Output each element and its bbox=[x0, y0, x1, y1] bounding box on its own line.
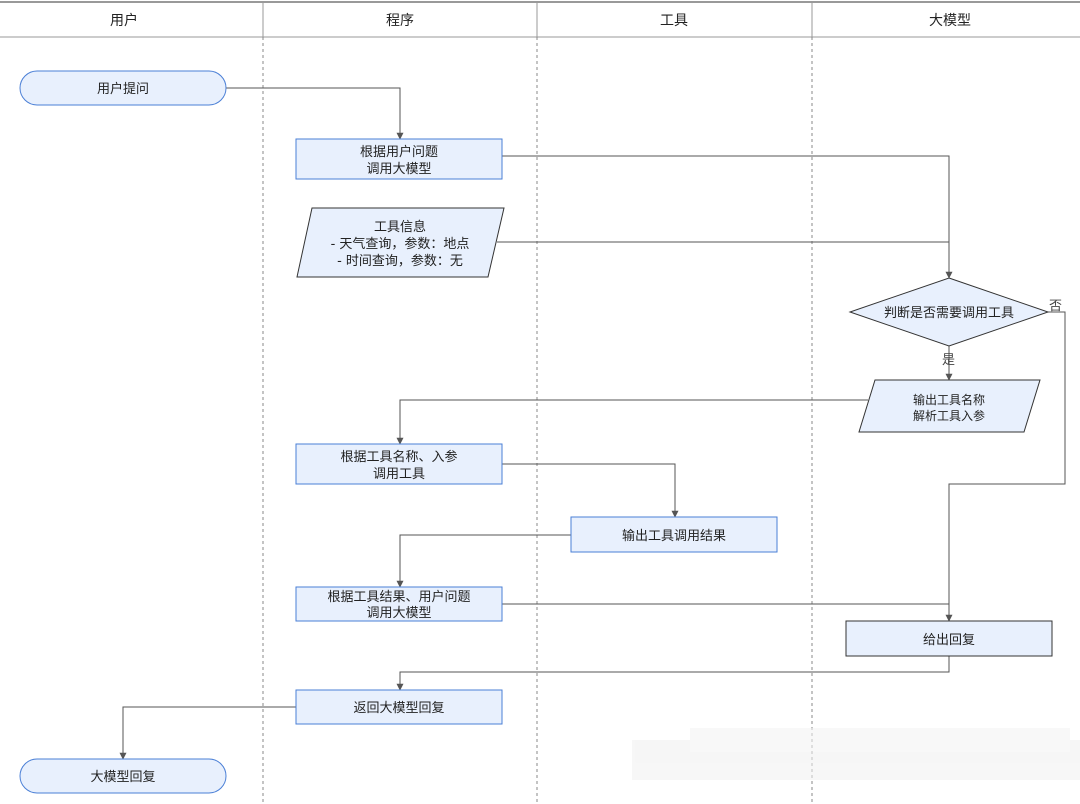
node-call-llm-2[interactable]: 根据工具结果、用户问题 调用大模型 bbox=[295, 586, 503, 622]
swimlane-header: 用户 程序 工具 大模型 bbox=[0, 1, 1080, 38]
connectors bbox=[119, 87, 1066, 760]
decision-shape bbox=[848, 277, 1050, 347]
node-label-line2: 调用大模型 bbox=[366, 606, 431, 621]
lane-label-tool: 工具 bbox=[660, 13, 688, 29]
node-label: 大模型回复 bbox=[90, 770, 155, 785]
node-label: 输出工具调用结果 bbox=[622, 528, 726, 544]
node-user-get[interactable]: 大模型回复 bbox=[19, 758, 227, 794]
branch-label-yes: 是 bbox=[942, 353, 955, 368]
node-label-line2: 解析工具入参 bbox=[913, 408, 985, 423]
edge-result-to-call-llm-2 bbox=[396, 534, 571, 588]
node-label-line1: 根据工具结果、用户问题 bbox=[327, 589, 470, 605]
blurred-watermark-area bbox=[632, 728, 1080, 780]
edge-decide-no bbox=[945, 311, 1066, 622]
data-shape bbox=[296, 207, 505, 278]
node-label-line3: - 时间查询，参数：无 bbox=[337, 253, 463, 269]
lane-label-program: 程序 bbox=[386, 13, 414, 29]
edge-ask-to-call-llm bbox=[226, 87, 404, 140]
branch-label-no: 否 bbox=[1049, 299, 1062, 314]
node-label: 用户提问 bbox=[97, 81, 149, 97]
node-return-reply[interactable]: 返回大模型回复 bbox=[295, 689, 503, 725]
node-label-line1: 根据用户问题 bbox=[360, 144, 438, 160]
process-shape bbox=[295, 689, 503, 725]
node-call-llm-1[interactable]: 根据用户问题 调用大模型 bbox=[295, 138, 503, 180]
node-label-line1: 输出工具名称 bbox=[913, 392, 985, 407]
process-shape bbox=[845, 620, 1053, 657]
node-label: 给出回复 bbox=[923, 633, 975, 648]
node-output-tool[interactable]: 输出工具名称 解析工具入参 bbox=[858, 379, 1041, 433]
node-label: 判断是否需要调用工具 bbox=[884, 306, 1014, 321]
lane-label-llm: 大模型 bbox=[929, 13, 971, 29]
node-label-line2: 调用工具 bbox=[373, 467, 425, 482]
edge-call-llm-to-decide bbox=[502, 155, 953, 279]
node-decide[interactable]: 判断是否需要调用工具 bbox=[848, 277, 1050, 347]
edge-return-to-user bbox=[119, 706, 296, 760]
node-label-line2: 调用大模型 bbox=[366, 162, 431, 177]
node-tool-result[interactable]: 输出工具调用结果 bbox=[570, 516, 778, 553]
process-shape bbox=[295, 443, 503, 485]
terminal-shape bbox=[19, 70, 227, 106]
node-reply[interactable]: 给出回复 bbox=[845, 620, 1053, 657]
process-shape bbox=[295, 138, 503, 180]
lane-label-user: 用户 bbox=[110, 12, 138, 29]
blur-patch bbox=[690, 728, 1070, 752]
lane-dividers bbox=[262, 37, 813, 804]
node-tool-info[interactable]: 工具信息 - 天气查询，参数：地点 - 时间查询，参数：无 bbox=[296, 207, 505, 278]
node-label-line2: - 天气查询，参数：地点 bbox=[331, 236, 470, 252]
node-call-tool[interactable]: 根据工具名称、入参 调用工具 bbox=[295, 443, 503, 485]
process-shape bbox=[570, 516, 778, 553]
node-user-ask[interactable]: 用户提问 bbox=[19, 70, 227, 106]
edge-output-to-call-tool bbox=[396, 399, 868, 445]
node-label-line1: 根据工具名称、入参 bbox=[340, 449, 457, 465]
data-shape bbox=[858, 379, 1041, 433]
nodes: 用户提问 根据用户问题 调用大模型 工具信息 - 天气查询，参数：地点 - 时间… bbox=[19, 70, 1062, 794]
node-label: 返回大模型回复 bbox=[353, 701, 444, 716]
process-shape bbox=[295, 586, 503, 622]
edge-reply-to-return bbox=[396, 656, 950, 691]
terminal-shape bbox=[19, 758, 227, 794]
edge-call-tool-to-result bbox=[502, 463, 679, 518]
node-label-line1: 工具信息 bbox=[374, 219, 426, 235]
